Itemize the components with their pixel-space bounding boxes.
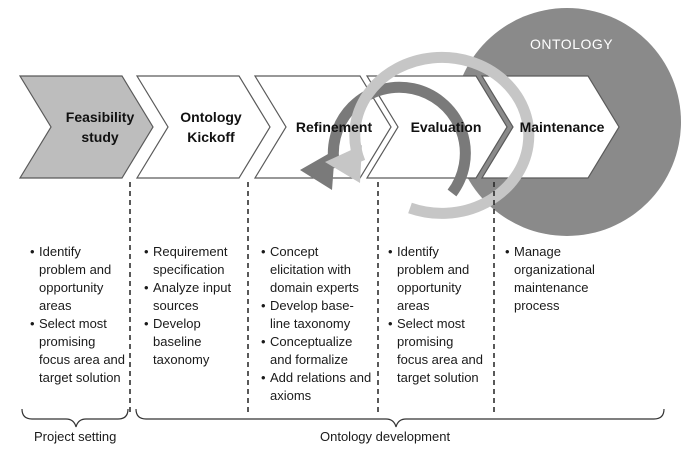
- bullet-item: Concept elicitation with domain experts: [261, 243, 373, 297]
- bullet-item: Select most promising focus area and tar…: [30, 315, 126, 387]
- bullet-item: Identify problem and opportunity areas: [388, 243, 488, 315]
- bullet-item: Develop base-line taxonomy: [261, 297, 373, 333]
- group-label-project-setting: Project setting: [34, 429, 117, 444]
- bullets-refinement: Concept elicitation with domain experts …: [261, 243, 373, 405]
- phase-label-refinement: Refinement: [295, 119, 373, 135]
- chevron-feasibility: [18, 75, 154, 179]
- bullet-item: Conceptualize and formalize: [261, 333, 373, 369]
- cycle-arrow-light: [349, 51, 535, 219]
- bullet-item: Add relations and axioms: [261, 369, 373, 405]
- brace-ontology-development: [135, 408, 665, 428]
- bullet-item: Requirement specification: [144, 243, 244, 279]
- bullet-item: Develop baseline taxonomy: [144, 315, 244, 369]
- cycle-arrow-dark: [327, 81, 471, 197]
- chevron-ontology-kickoff: [135, 75, 271, 179]
- phase-label-maintenance: Maintenance: [519, 119, 605, 135]
- bullet-item: Select most promising focus area and tar…: [388, 315, 488, 387]
- bullet-item: Analyze input sources: [144, 279, 244, 315]
- bullets-ontology-kickoff: Requirement specification Analyze input …: [144, 243, 244, 369]
- group-label-ontology-development: Ontology development: [320, 429, 451, 444]
- brace-project-setting: [21, 408, 129, 428]
- cycle-arrowhead-dark-icon: [300, 150, 335, 190]
- phase-label-evaluation: Evaluation: [410, 119, 482, 135]
- phase-label-feasibility: Feasibility study: [65, 109, 135, 145]
- chevron-evaluation: [365, 75, 508, 179]
- cycle-arrowhead-light-icon: [325, 145, 362, 183]
- bullets-evaluation: Identify problem and opportunity areas S…: [388, 243, 488, 387]
- bullet-item: Identify problem and opportunity areas: [30, 243, 126, 315]
- bullets-maintenance: Manage organizational maintenance proces…: [505, 243, 615, 315]
- phase-label-ontology-kickoff: Ontology Kickoff: [180, 109, 242, 145]
- ontology-label: ONTOLOGY: [530, 36, 614, 52]
- bullets-feasibility: Identify problem and opportunity areas S…: [30, 243, 126, 387]
- bullet-item: Manage organizational maintenance proces…: [505, 243, 615, 315]
